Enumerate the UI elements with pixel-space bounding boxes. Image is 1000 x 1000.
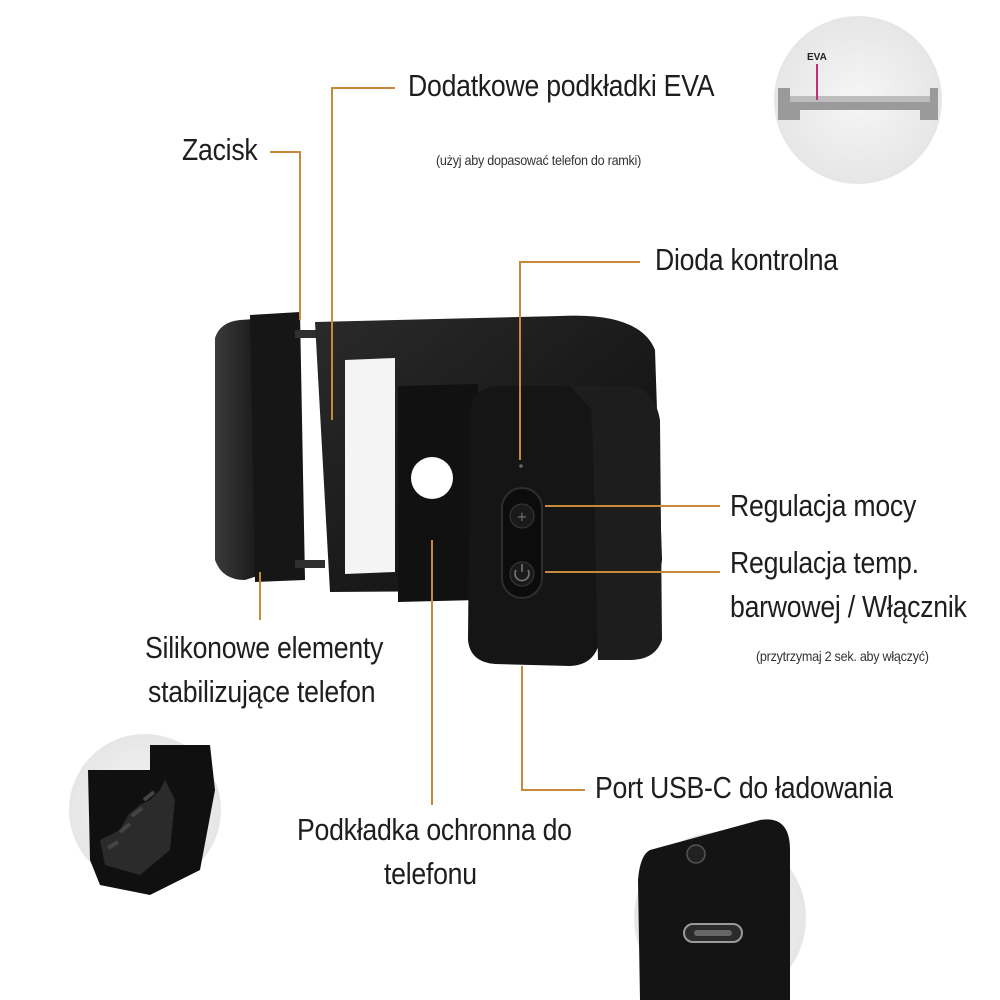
leader-lines [259, 87, 720, 805]
callout-color-temp-line2: barwowej / Włącznik [730, 589, 967, 624]
phone-clamp-device: + [215, 312, 662, 666]
callout-silicone-line2: stabilizujące telefon [148, 674, 376, 709]
callout-power-adjust: Regulacja mocy [730, 488, 917, 523]
callout-usb-port: Port USB-C do ładowania [595, 770, 893, 805]
svg-text:+: + [517, 510, 528, 525]
callout-pad-line2: telefonu [384, 856, 477, 891]
callout-pad-line1: Podkładka ochronna do [297, 812, 572, 847]
eva-inset [774, 16, 942, 184]
usbc-inset [634, 819, 806, 1000]
silicone-inset [69, 734, 221, 895]
callout-eva-pads: Dodatkowe podkładki EVA [408, 68, 715, 103]
callout-color-temp-line1: Regulacja temp. [730, 545, 919, 580]
callout-color-temp-note: (przytrzymaj 2 sek. aby włączyć) [756, 648, 929, 664]
callout-led: Dioda kontrolna [655, 242, 838, 277]
callout-clamp: Zacisk [182, 132, 258, 167]
callout-eva-note: (użyj aby dopasować telefon do ramki) [436, 152, 642, 168]
callout-silicone-line1: Silikonowe elementy [145, 630, 384, 665]
inset-eva-label: EVA [807, 52, 827, 63]
